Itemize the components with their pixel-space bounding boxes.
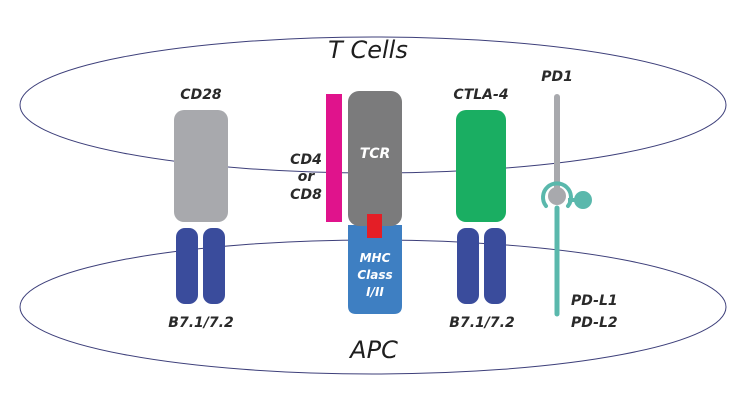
b7-right-label: B7.1/7.2	[449, 315, 514, 331]
mhc-label-line2: Class	[357, 268, 392, 282]
ctla4-label: CTLA-4	[453, 87, 508, 103]
cd28-label: CD28	[180, 87, 222, 103]
b7-left-ligand-2	[203, 228, 225, 304]
pdl-knob	[574, 191, 592, 209]
mhc-label-line3: I/II	[366, 285, 384, 299]
ctla4-receptor	[456, 110, 506, 222]
pd1-label: PD1	[541, 69, 573, 85]
tcr-label: TCR	[360, 146, 391, 162]
b7-right-ligand-1	[457, 228, 479, 304]
tcr-receptor	[348, 91, 402, 226]
b7-left-ligand-1	[176, 228, 198, 304]
apc-label: APC	[348, 336, 398, 364]
mhc-label-line1: MHC	[360, 251, 391, 265]
mhc-molecule	[348, 225, 402, 314]
peptide-antigen	[367, 214, 382, 238]
or-label: or	[298, 169, 316, 185]
pdl1-label: PD-L1	[571, 293, 618, 309]
pdl2-label: PD-L2	[571, 315, 618, 331]
cd4-label: CD4	[290, 152, 322, 168]
cd8-label: CD8	[290, 187, 322, 203]
cd28-receptor	[174, 110, 228, 222]
b7-left-label: B7.1/7.2	[168, 315, 233, 331]
t-cell-label: T Cells	[328, 36, 408, 64]
b7-right-ligand-2	[484, 228, 506, 304]
cd4-cd8-coreceptor	[326, 94, 342, 222]
pd1-head	[548, 187, 566, 205]
